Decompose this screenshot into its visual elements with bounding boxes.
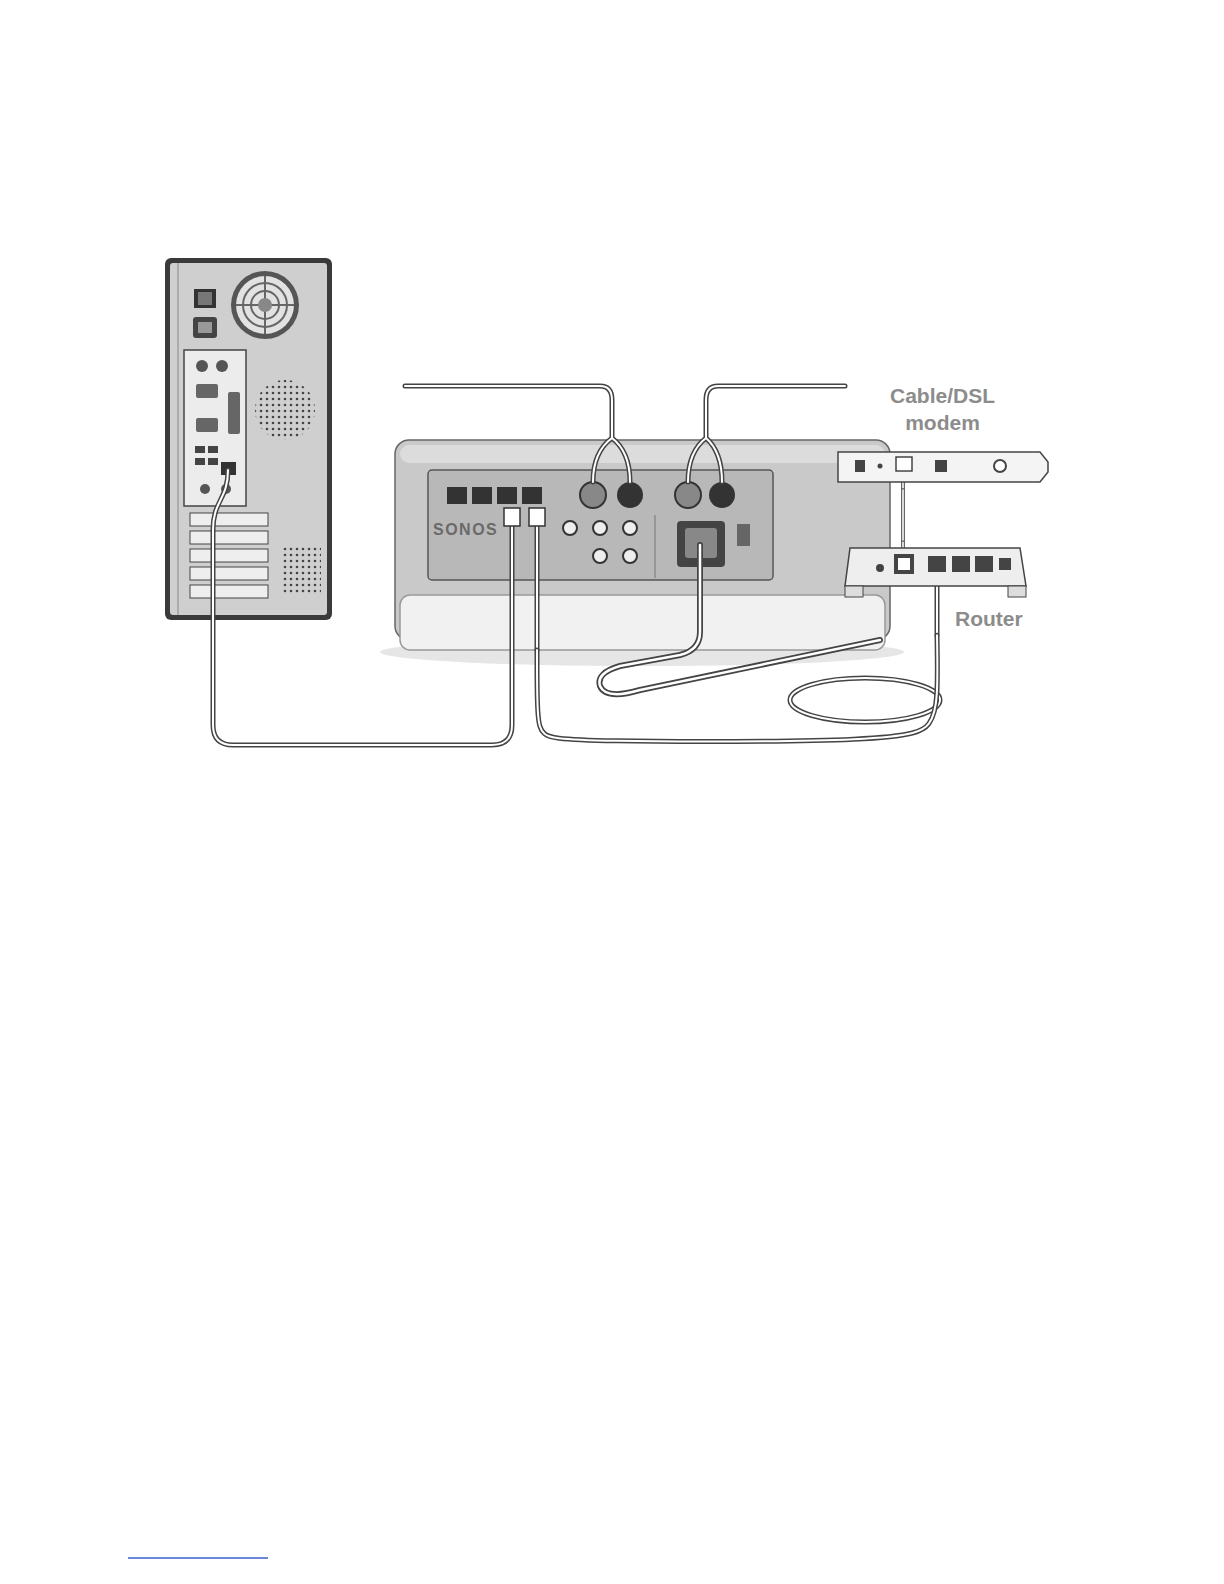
serial-port [196, 418, 218, 432]
rca-jack [563, 521, 577, 535]
expansion-slot [190, 567, 268, 580]
power-cord-core [599, 545, 880, 694]
expansion-slot [190, 531, 268, 544]
ethernet-plug [529, 508, 545, 526]
speaker-post [617, 482, 643, 508]
wan-port-inner [898, 558, 910, 570]
cable-outline [901, 490, 905, 540]
rca-jack [593, 549, 607, 563]
zoneplayer-top [400, 445, 885, 463]
vent-grill [255, 380, 315, 440]
router-body [845, 548, 1026, 586]
ethernet-cable-core [213, 470, 512, 745]
power-switch-rocker [198, 292, 212, 305]
usb-port [195, 458, 205, 465]
cable-core [902, 490, 904, 540]
io-panel [184, 350, 246, 506]
reset-button [876, 564, 884, 572]
ethernet-port [522, 487, 542, 504]
ethernet-port [497, 487, 517, 504]
speaker-wire [405, 386, 630, 482]
modem-device [838, 452, 1048, 482]
connector-panel [428, 470, 773, 580]
lan-port [928, 556, 946, 572]
rca-jack [623, 521, 637, 535]
usb-port [208, 446, 218, 453]
speaker-wire [688, 386, 845, 482]
lan-port [952, 556, 970, 572]
rca-jack [593, 521, 607, 535]
voltage-switch [737, 524, 750, 546]
power-socket-inner [198, 322, 212, 333]
ethernet-port [896, 457, 912, 471]
link-underline [128, 1557, 268, 1559]
parallel-port [228, 392, 240, 434]
ethernet-port [472, 487, 492, 504]
pc-back-panel [170, 263, 327, 615]
device-label: Cable/DSL modem [878, 382, 1008, 437]
network-cable [903, 490, 904, 540]
power-socket [193, 317, 217, 338]
panel-edge [178, 263, 179, 615]
device-label: SONOS [433, 520, 498, 539]
fan-guard [236, 276, 294, 334]
router-box: Router [840, 540, 1035, 635]
ethernet-port [447, 487, 467, 504]
ethernet-cable [213, 470, 512, 745]
usb-port [195, 446, 205, 453]
power-cord [599, 545, 880, 694]
vent-grid [283, 547, 321, 595]
speaker-post [675, 482, 701, 508]
expansion-slot [190, 513, 268, 526]
speaker-wire-core [688, 386, 845, 482]
ethernet-cable [535, 518, 540, 650]
device-label: Router [955, 606, 1023, 631]
cable-loop-core [790, 678, 940, 722]
power-switch [194, 289, 216, 308]
ethernet-cable-core [536, 518, 538, 650]
zoneplayer-box: SONOS [395, 440, 890, 650]
router-foot [845, 586, 863, 597]
pc-tower [165, 258, 332, 620]
expansion-slot [190, 549, 268, 562]
audio-jack [200, 484, 210, 494]
modem-cable [901, 470, 905, 560]
modem-cable-core [902, 470, 904, 560]
usb-port [935, 460, 947, 472]
power-jack [855, 460, 865, 472]
cable-loop [790, 678, 940, 722]
wan-port [894, 554, 914, 574]
ps2-port [216, 360, 228, 372]
network-cable [537, 635, 937, 741]
fan-housing [231, 271, 299, 339]
speaker-post [580, 482, 606, 508]
reset-hole [878, 464, 883, 469]
ps2-port [196, 360, 208, 372]
router-device [845, 548, 1026, 597]
expansion-slot [190, 585, 268, 598]
zoneplayer [380, 440, 904, 666]
modem-body [838, 452, 1048, 482]
router-foot [1008, 586, 1026, 597]
power-jack [999, 558, 1011, 570]
fan-hub [258, 298, 272, 312]
panel-divider [655, 515, 656, 578]
cable-outline [537, 635, 937, 741]
modem-label-box: Cable/DSL modem [835, 380, 1050, 490]
rca-jack [623, 549, 637, 563]
pc-case [165, 258, 332, 620]
lan-port [975, 556, 993, 572]
usb-port [208, 458, 218, 465]
speaker-post [709, 482, 735, 508]
cables [213, 386, 940, 745]
serial-port [196, 384, 218, 398]
coax-port [994, 460, 1006, 472]
cable-core [537, 635, 937, 741]
zoneplayer-base [400, 595, 885, 650]
speaker-wire-core [405, 386, 630, 482]
ethernet-plug [504, 508, 520, 526]
